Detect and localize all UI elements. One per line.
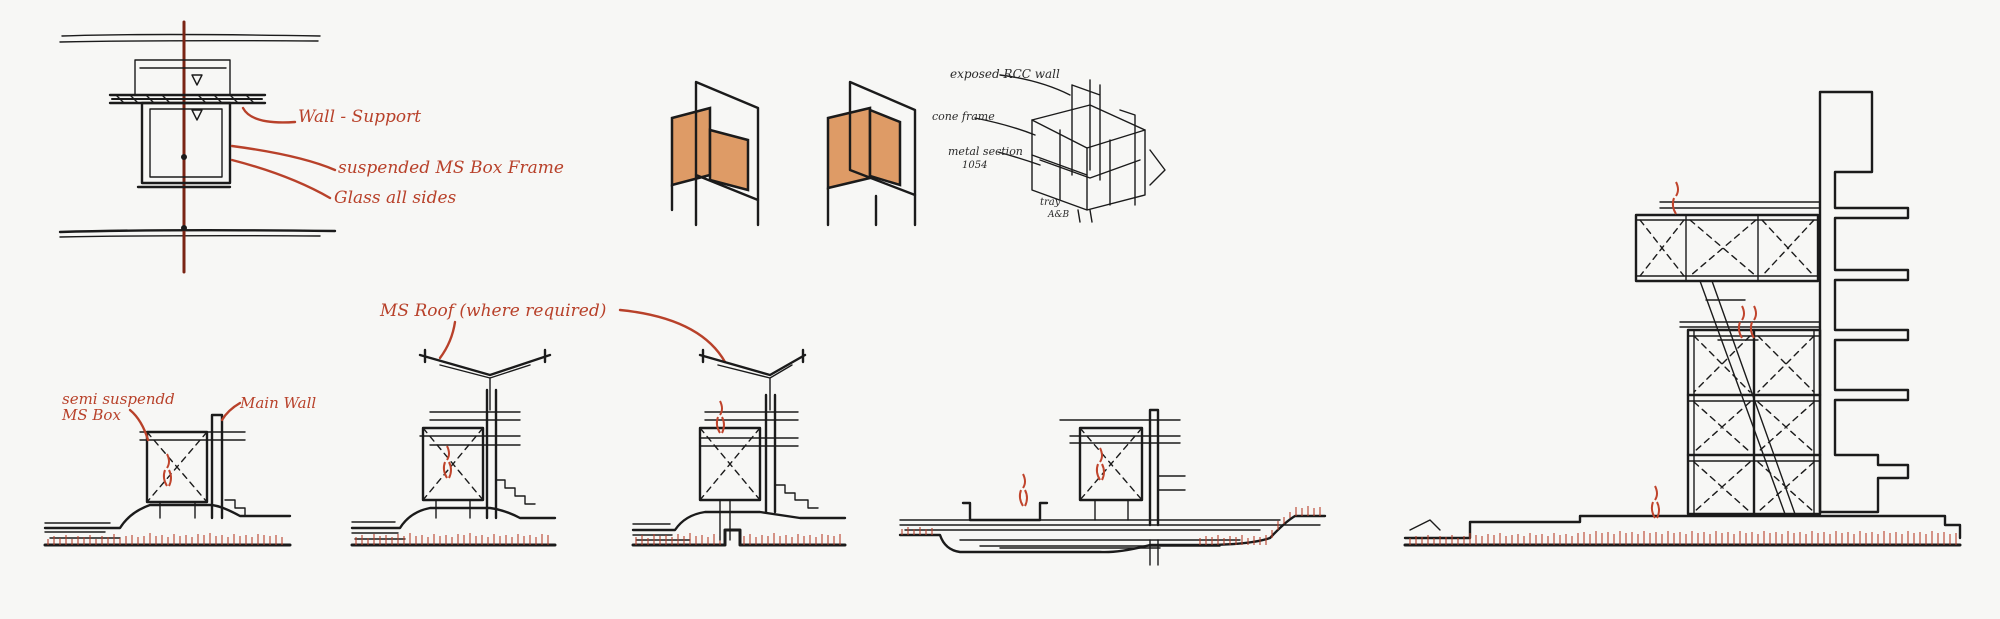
concept-box-2: [826, 80, 917, 227]
exposed-rcc-label: exposed RCC wall: [950, 67, 1060, 81]
ms-roof-label: MS Roof (where required): [379, 301, 606, 321]
tray-label: tray: [1040, 197, 1061, 208]
main-wall-label: Main Wall: [239, 394, 316, 412]
ground-hatch-1: [47, 533, 283, 545]
glass-sides-label: Glass all sides: [334, 188, 457, 208]
section-5: [1403, 90, 1962, 547]
section-2: [350, 348, 557, 547]
tray-sub: A&B: [1047, 210, 1070, 220]
cone-frame-label: cone frame: [932, 110, 995, 123]
ground-hatch-2: [355, 533, 549, 545]
metal-section-label: metal section: [948, 145, 1023, 158]
suspended-box-label: suspended MS Box Frame: [338, 158, 564, 178]
semi-suspended-label-2: MS Box: [61, 406, 121, 424]
wall-support-label: Wall - Support: [298, 107, 421, 127]
plan-annotations: Wall - Support suspended MS Box Frame Gl…: [230, 106, 564, 208]
section-3: [631, 348, 847, 547]
axo-detail: exposed RCC wall cone frame metal sectio…: [932, 67, 1166, 223]
ground-hatch-5: [1409, 531, 1957, 545]
semi-suspended-label-1: semi suspendd: [62, 390, 175, 408]
metal-section-sub: 1054: [962, 160, 987, 171]
plan-detail: [58, 20, 337, 274]
section-1: semi suspendd MS Box Main Wall: [43, 390, 316, 547]
roof-annotation: MS Roof (where required): [379, 301, 727, 364]
section-4: [898, 408, 1327, 566]
concept-box-1: [670, 80, 760, 227]
ground-hatch-4: [901, 506, 1321, 545]
